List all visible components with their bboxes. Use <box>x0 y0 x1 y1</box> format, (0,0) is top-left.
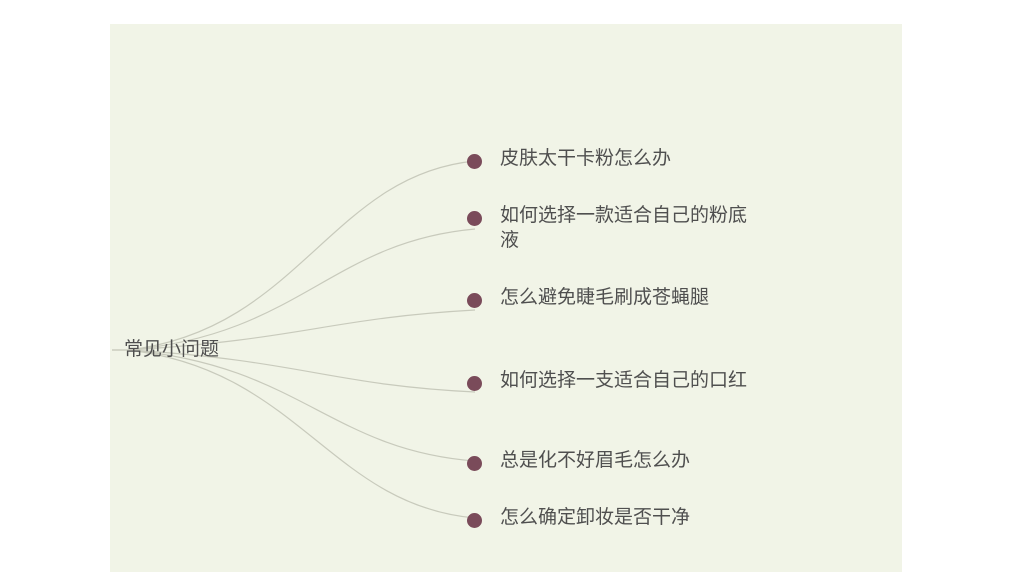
branch-label: 怎么确定卸妆是否干净 <box>500 506 691 528</box>
branch-label: 总是化不好眉毛怎么办 <box>500 449 691 471</box>
branch-label: 怎么避免睫毛刷成苍蝇腿 <box>500 286 710 308</box>
branch-label: 如何选择一支适合自己的口红 <box>500 369 748 391</box>
root-topic[interactable]: 常见小问题 <box>124 338 220 360</box>
node-dot <box>467 513 482 528</box>
node-dot <box>467 154 482 169</box>
branch-label: 皮肤太干卡粉怎么办 <box>500 147 672 169</box>
node-dot <box>467 456 482 471</box>
node-dot <box>467 293 482 308</box>
branch-label: 如何选择一款适合自己的粉底液 <box>500 204 748 251</box>
node-dot <box>467 376 482 391</box>
node-dot <box>467 211 482 226</box>
